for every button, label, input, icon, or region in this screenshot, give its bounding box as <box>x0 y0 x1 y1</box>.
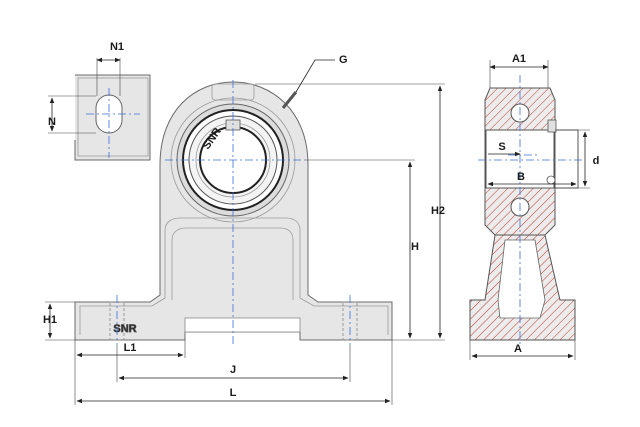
label-A1: A1 <box>512 53 526 65</box>
base-cutout <box>184 317 301 333</box>
label-S: S <box>498 141 505 153</box>
label-L1: L1 <box>124 342 137 354</box>
slot-detail-view <box>74 74 151 161</box>
dim-G-leader <box>295 59 335 93</box>
housing-inner-contour <box>79 217 389 335</box>
grease-nipple <box>281 91 298 109</box>
front-view: SNR SNR <box>74 80 393 345</box>
dimension-labels: N1 N G A1 S d B H2 H H1 L1 J L A <box>43 41 599 399</box>
label-L: L <box>230 387 237 399</box>
slot-detail-inner <box>77 77 149 157</box>
label-N1: N1 <box>110 41 124 53</box>
dimension-lines <box>45 57 590 405</box>
label-J: J <box>230 364 236 376</box>
label-H2: H2 <box>431 205 445 217</box>
side-pedestal-core <box>497 239 546 319</box>
label-H: H <box>411 241 419 253</box>
label-B: B <box>517 171 525 183</box>
label-H1: H1 <box>43 314 57 326</box>
brand-logo: SNR <box>113 323 136 335</box>
side-set-screw <box>547 119 557 133</box>
label-A: A <box>514 343 522 355</box>
side-view <box>469 75 585 345</box>
side-inner-ring <box>485 129 579 189</box>
side-pin <box>546 175 556 185</box>
label-d: d <box>593 155 600 167</box>
label-N: N <box>48 116 56 128</box>
label-G: G <box>339 54 348 66</box>
